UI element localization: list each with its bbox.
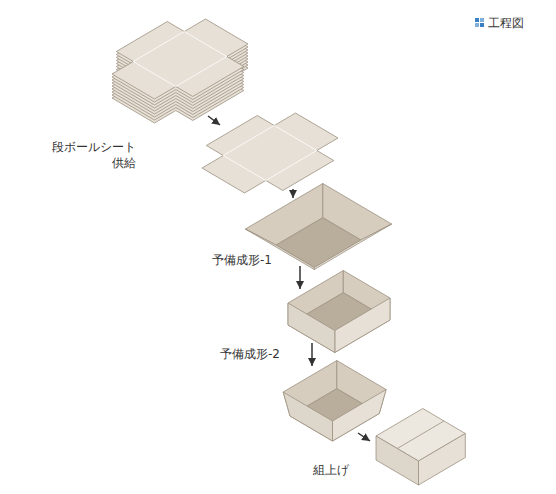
icon-square	[480, 23, 484, 27]
preform-1-wall	[323, 184, 392, 241]
preform-1-wall	[314, 224, 391, 270]
flow-arrow	[311, 343, 313, 366]
fold-line	[133, 62, 176, 87]
step-label: 段ボールシート 供給	[46, 139, 136, 171]
icon-square	[475, 18, 479, 22]
diagram-title: 工程図	[488, 15, 524, 31]
title-icon	[475, 18, 484, 27]
sheet-stack-layer	[112, 19, 248, 99]
flow-arrow	[208, 116, 220, 125]
fold-line	[184, 32, 227, 57]
assembled-box-seam	[397, 421, 444, 449]
step-label: 予備成形-2	[220, 346, 280, 362]
flow-arrows	[208, 116, 370, 441]
box-stages	[112, 19, 465, 485]
folding-box-wall	[333, 390, 387, 442]
fold-line	[274, 126, 317, 151]
flow-arrow	[292, 189, 294, 198]
fold-line	[176, 57, 227, 87]
cardboard-sheet	[202, 113, 338, 193]
assembled-box-wall	[419, 434, 466, 486]
fold-line	[223, 156, 266, 181]
assembled-box-wall	[376, 436, 419, 485]
fold-line	[266, 151, 317, 181]
step-label: 組上げ	[313, 462, 349, 478]
flow-arrow	[299, 266, 301, 289]
flow-arrow	[358, 433, 370, 441]
fold-line	[133, 32, 184, 62]
folding-box-wall	[283, 392, 332, 441]
icon-square	[480, 18, 484, 22]
icon-square	[475, 23, 479, 27]
fold-line	[223, 126, 274, 156]
preform-2-wall	[335, 298, 390, 353]
step-label: 予備成形-1	[212, 252, 272, 268]
